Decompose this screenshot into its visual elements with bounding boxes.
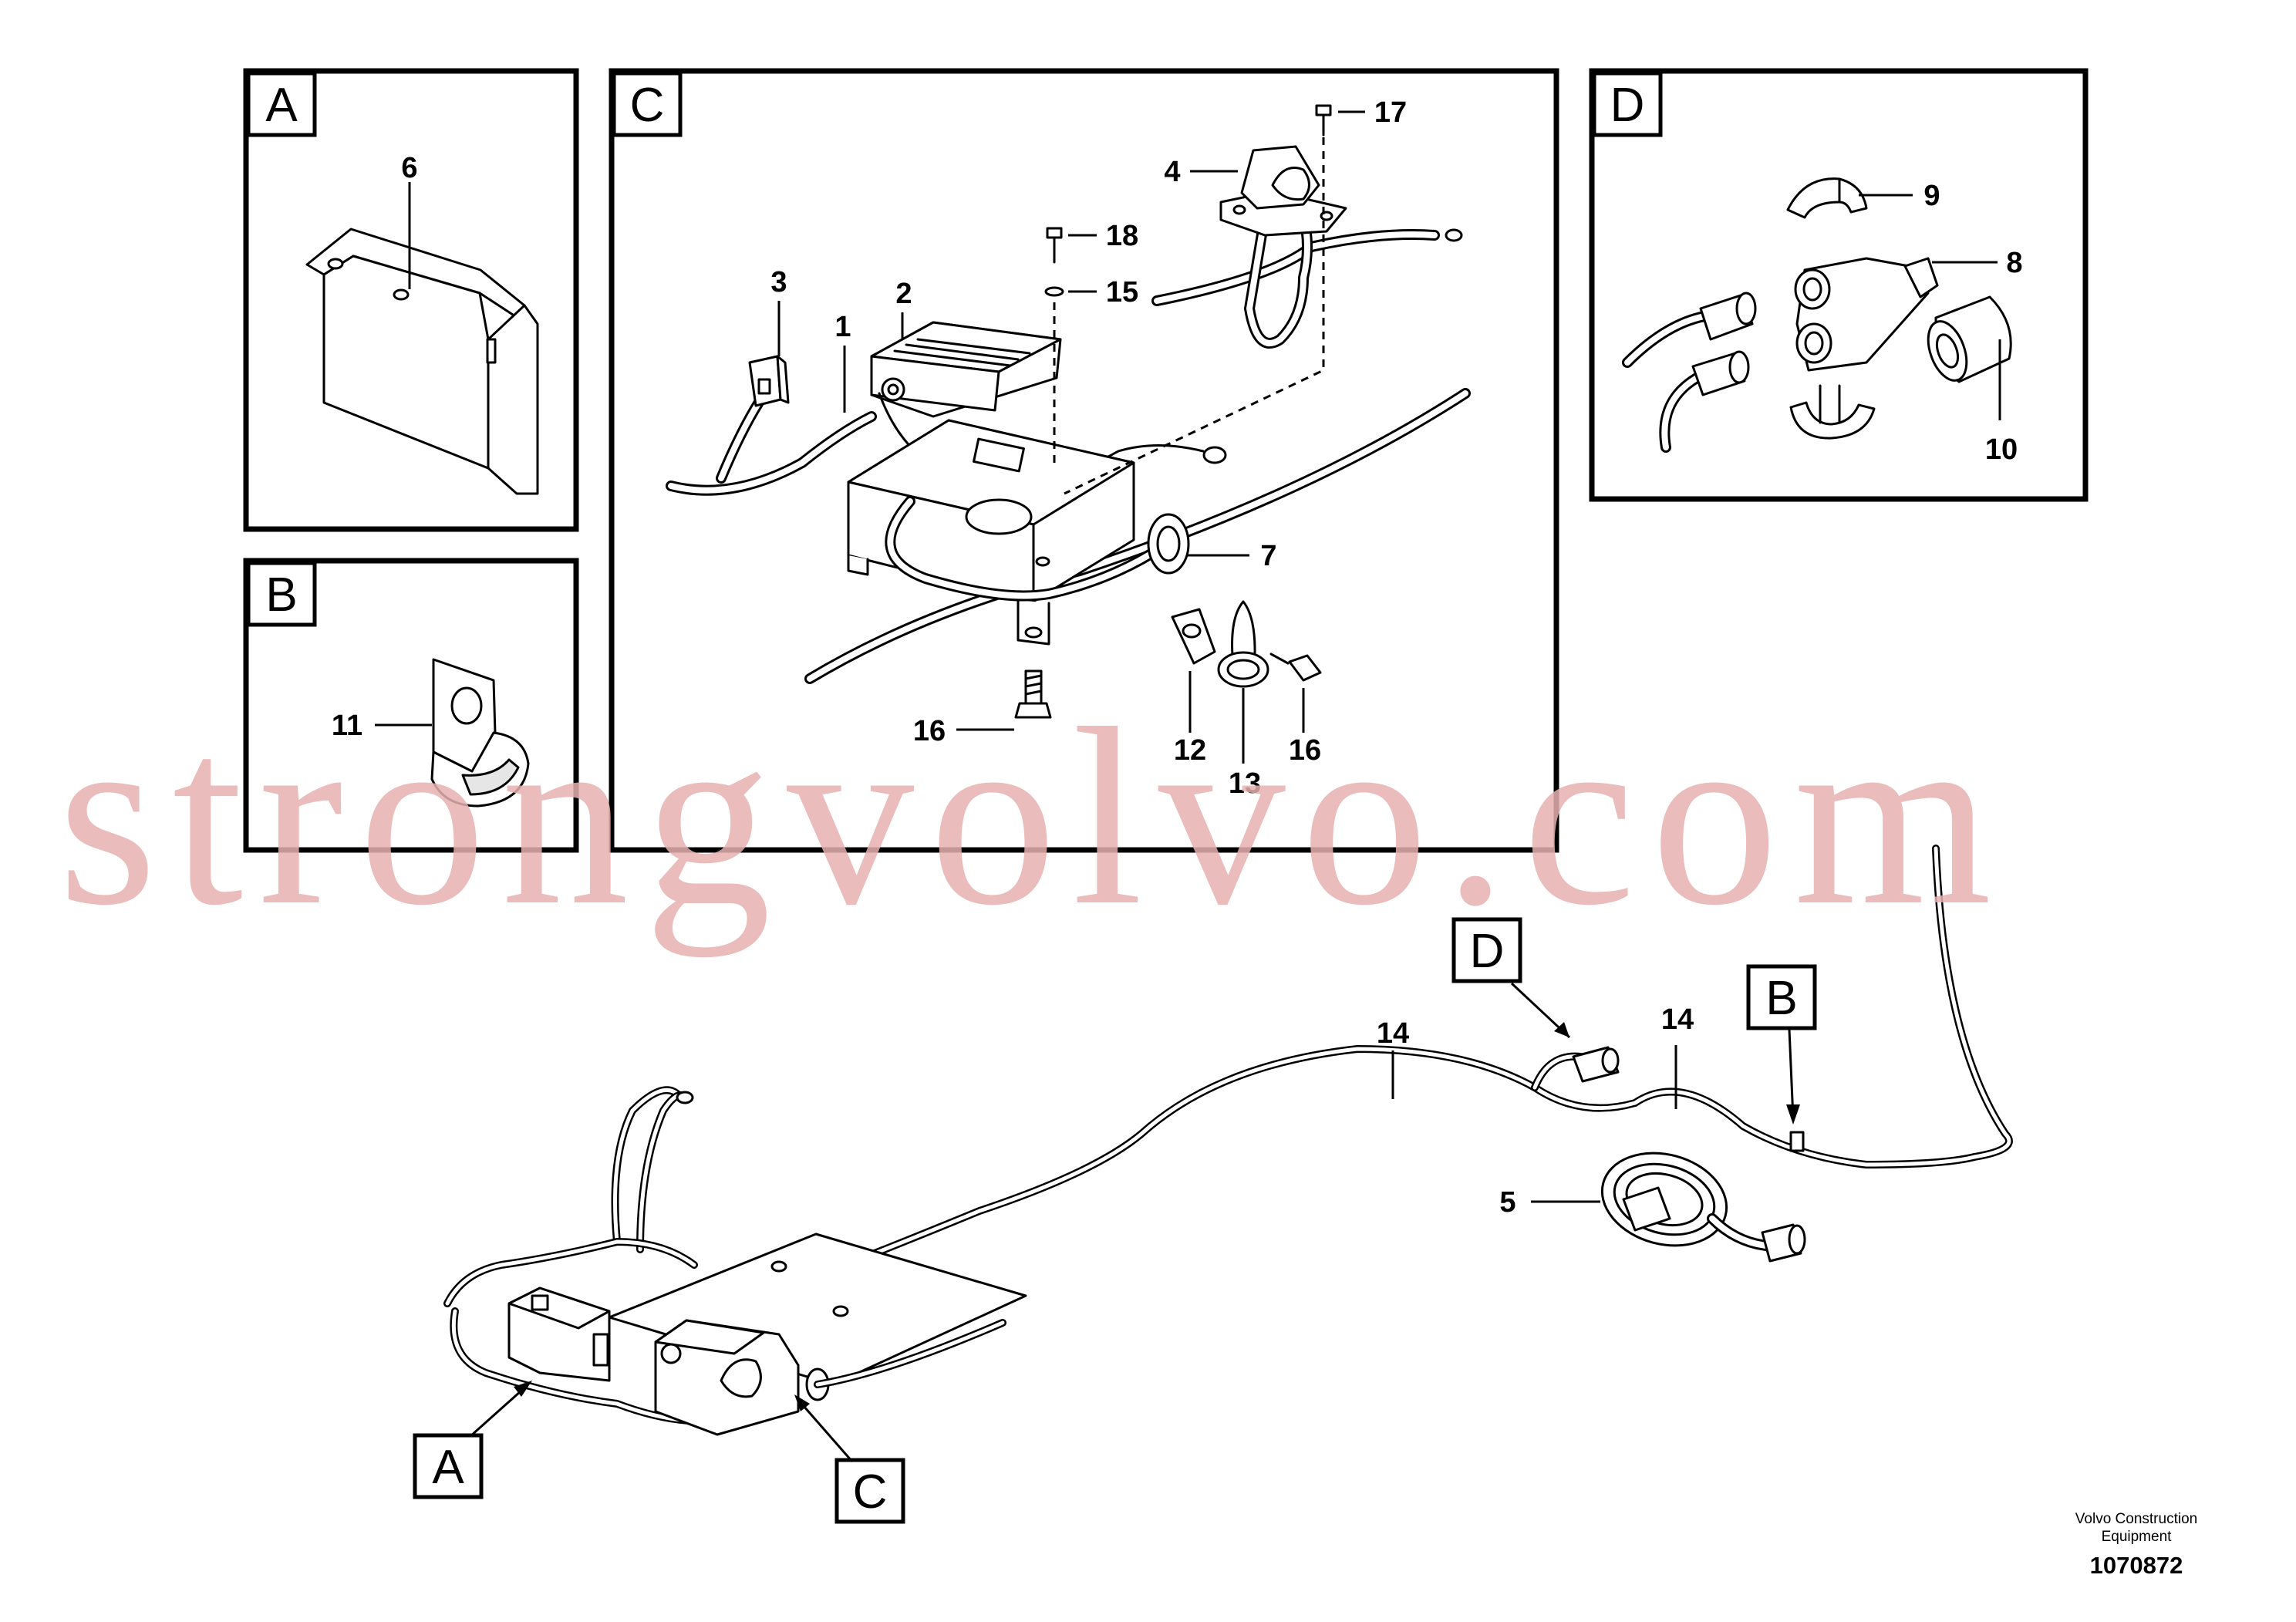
callout-14-left: 14 xyxy=(1377,1017,1409,1050)
marker-c: C xyxy=(794,1394,905,1524)
connector-part-8 xyxy=(1794,257,1939,372)
callout-15: 15 xyxy=(1106,276,1138,309)
panel-d-letter-box xyxy=(1592,71,1663,137)
panel-b: B 11 xyxy=(243,558,579,853)
cable-part-14 xyxy=(723,846,2011,1313)
footer-company-line2: Equipment xyxy=(2102,1529,2173,1545)
callout-14-right: 14 xyxy=(1661,1003,1694,1036)
overview-assembly: 5 14 14 xyxy=(413,845,2013,1524)
marker-b: B xyxy=(1746,964,1817,1125)
callout-11: 11 xyxy=(332,710,362,742)
panel-a-letter-box xyxy=(246,71,317,137)
plug-lower-d xyxy=(1691,350,1750,396)
bracket-part-6 xyxy=(305,228,539,495)
callout-12: 12 xyxy=(1174,734,1206,767)
callout-7: 7 xyxy=(1260,540,1276,572)
harness-part-1 xyxy=(668,413,875,494)
footer-drawing-number: 1070872 xyxy=(2090,1552,2183,1579)
callout-4: 4 xyxy=(1164,156,1180,188)
marker-a: A xyxy=(413,1381,532,1499)
panel-b-letter-box xyxy=(246,561,317,627)
clip-part-9 xyxy=(1786,177,1868,219)
panel-d: D 8 9 xyxy=(1589,68,2089,502)
clip-part-12 xyxy=(1171,608,1216,665)
callout-9: 9 xyxy=(1923,180,1940,212)
cable-tie-part-13 xyxy=(1217,600,1269,688)
overview-bracket-a xyxy=(507,1286,611,1382)
callout-16-right: 16 xyxy=(1289,734,1321,767)
sensor-part-4 xyxy=(1219,145,1347,237)
clip-lower-d xyxy=(1789,384,1876,440)
grommet-part-7 xyxy=(1147,513,1190,575)
panel-a: A 6 xyxy=(243,68,579,532)
watermark-text: strongvolvo.com xyxy=(58,676,2007,958)
overview-connector-d xyxy=(1572,1046,1620,1083)
callout-18: 18 xyxy=(1106,220,1138,252)
overview-box-c xyxy=(654,1319,830,1436)
plug-upper-d xyxy=(1699,292,1757,341)
cable-clip-part-11 xyxy=(430,658,530,808)
panel-d-letter: D xyxy=(1610,79,1645,132)
marker-c-letter: C xyxy=(853,1465,888,1519)
mounting-bracket-c xyxy=(847,419,1135,646)
callout-3: 3 xyxy=(770,266,787,298)
panel-c-letter: C xyxy=(630,79,665,132)
screw-part-17 xyxy=(1315,104,1332,137)
marker-b-letter: B xyxy=(1765,972,1797,1025)
panel-c-letter-box xyxy=(612,71,683,137)
footer: Volvo Construction Equipment 1070872 xyxy=(2075,1511,2197,1579)
callout-10: 10 xyxy=(1985,433,2018,466)
callout-1: 1 xyxy=(834,311,851,343)
callout-17: 17 xyxy=(1374,96,1407,129)
panel-c: C xyxy=(609,68,1559,853)
marker-a-letter: A xyxy=(432,1441,464,1494)
panel-a-letter: A xyxy=(265,79,298,132)
sleeve-part-10 xyxy=(1927,295,2012,383)
callout-13: 13 xyxy=(1229,767,1261,800)
callout-5: 5 xyxy=(1499,1186,1515,1219)
control-unit-part-2 xyxy=(870,321,1062,418)
overview-clip-b xyxy=(1789,1131,1805,1152)
washer-part-15 xyxy=(1044,286,1064,297)
marker-d: D xyxy=(1451,917,1571,1039)
callout-8: 8 xyxy=(2006,247,2022,279)
callout-16-left: 16 xyxy=(913,715,946,747)
screw-part-18 xyxy=(1046,227,1063,264)
marker-d-letter: D xyxy=(1470,925,1505,978)
bolt-part-16-right xyxy=(1269,653,1322,682)
panel-b-letter: B xyxy=(265,568,297,622)
footer-company-line1: Volvo Construction xyxy=(2075,1511,2197,1527)
bolt-part-16-left xyxy=(1014,669,1052,719)
connector-part-3 xyxy=(748,355,790,407)
callout-6: 6 xyxy=(401,152,417,184)
coiled-cable-part-5 xyxy=(1600,1152,1806,1263)
callout-2: 2 xyxy=(895,278,912,310)
